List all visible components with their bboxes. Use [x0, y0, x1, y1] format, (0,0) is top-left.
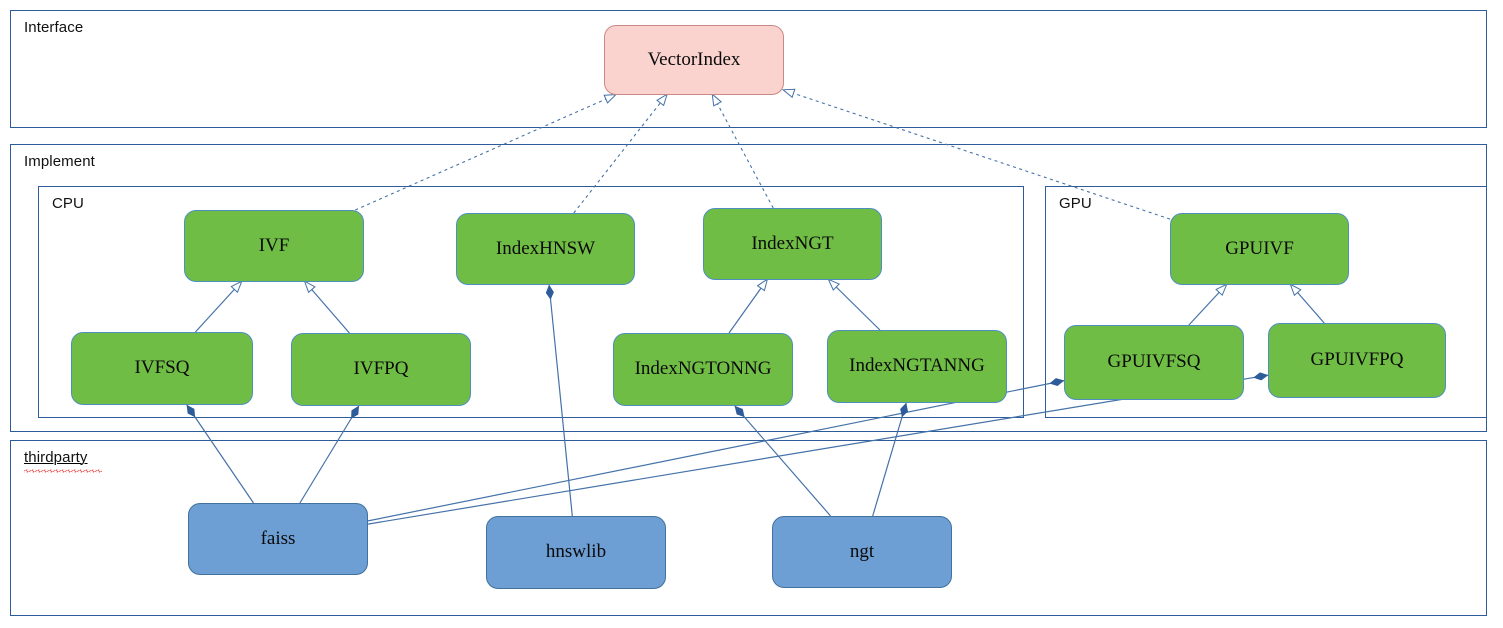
node-indexngt[interactable]: IndexNGT — [703, 208, 882, 280]
node-label-indexhnsw: IndexHNSW — [495, 237, 596, 259]
node-gpuivf[interactable]: GPUIVF — [1170, 213, 1349, 285]
node-label-indexngt: IndexNGT — [751, 232, 834, 254]
node-ngt[interactable]: ngt — [772, 516, 952, 588]
node-hnswlib[interactable]: hnswlib — [486, 516, 666, 589]
node-gpuivfpq[interactable]: GPUIVFPQ — [1268, 323, 1446, 398]
node-indexhnsw[interactable]: IndexHNSW — [456, 213, 635, 285]
node-vectorindex[interactable]: VectorIndex — [604, 25, 784, 95]
node-label-faiss: faiss — [260, 527, 296, 549]
group-label-gpu: GPU — [1059, 195, 1092, 212]
node-faiss[interactable]: faiss — [188, 503, 368, 575]
group-label-implement: Implement — [24, 153, 95, 170]
node-label-hnswlib: hnswlib — [545, 541, 607, 563]
node-label-gpuivf: GPUIVF — [1225, 237, 1294, 259]
node-label-gpuivfsq: GPUIVFSQ — [1107, 351, 1201, 373]
node-label-gpuivfpq: GPUIVFPQ — [1310, 349, 1404, 371]
node-label-indexngtanng: IndexNGTANNG — [849, 355, 985, 377]
node-label-ivfpq: IVFPQ — [353, 358, 409, 380]
node-label-indexngtonng: IndexNGTONNG — [634, 358, 772, 380]
node-ivf[interactable]: IVF — [184, 210, 364, 282]
group-label-cpu: CPU — [52, 195, 84, 212]
spellcheck-squiggle-thirdparty — [24, 469, 102, 473]
node-label-ngt: ngt — [849, 540, 875, 562]
node-indexngtonng[interactable]: IndexNGTONNG — [613, 333, 793, 406]
group-label-thirdparty: thirdparty — [24, 449, 88, 466]
node-ivfpq[interactable]: IVFPQ — [291, 333, 471, 406]
group-label-interface: Interface — [24, 19, 84, 36]
node-label-ivf: IVF — [258, 234, 290, 256]
node-gpuivfsq[interactable]: GPUIVFSQ — [1064, 325, 1244, 400]
node-ivfsq[interactable]: IVFSQ — [71, 332, 253, 405]
node-indexngtanng[interactable]: IndexNGTANNG — [827, 330, 1007, 403]
node-label-vectorindex: VectorIndex — [647, 48, 741, 70]
node-label-ivfsq: IVFSQ — [134, 357, 190, 379]
